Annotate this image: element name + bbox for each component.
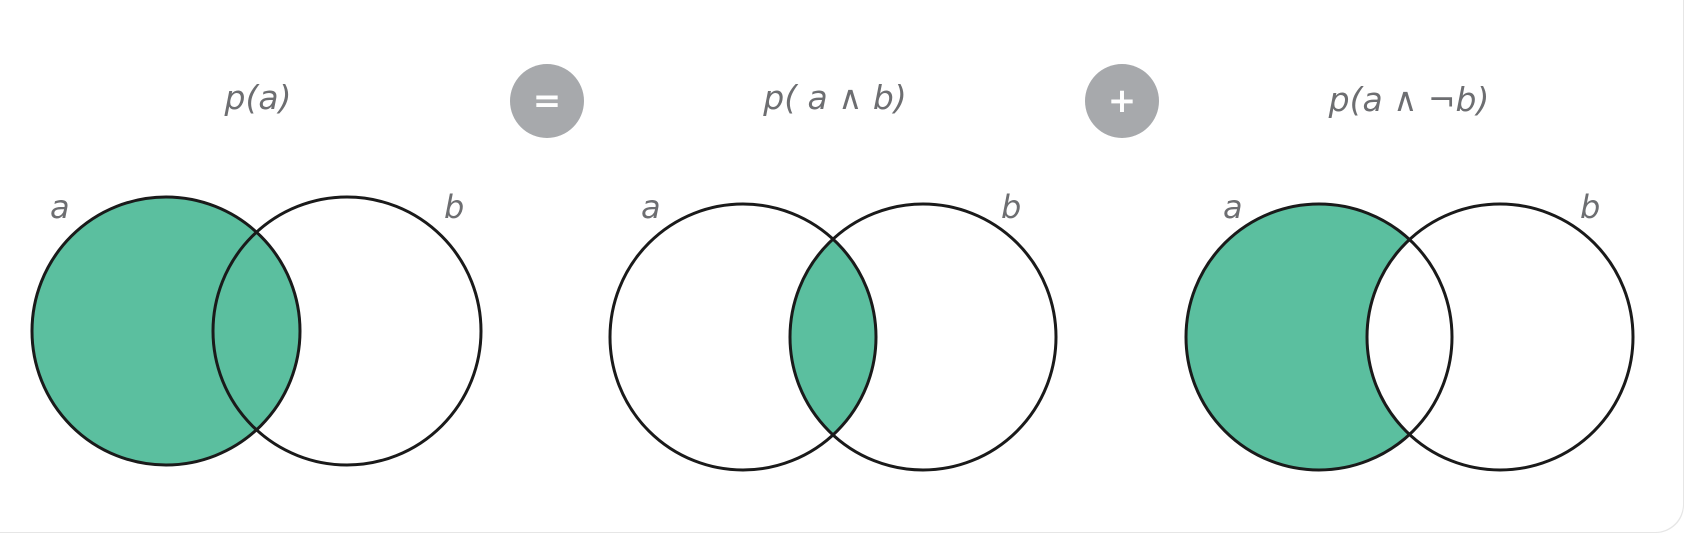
venn-label-a: a: [1223, 188, 1243, 226]
venn-panel-p-a: a b: [30, 188, 483, 467]
venn-region-a: [32, 197, 300, 465]
formula-p-a-and-b: p( a ∧ b): [763, 78, 907, 117]
venn-label-b: b: [1580, 188, 1600, 226]
venn-circle-a: [608, 202, 878, 472]
formula-p-a-and-not-b: p(a ∧ ¬b): [1328, 80, 1490, 119]
venn-circle-b: [211, 195, 483, 467]
venn-circle-a: [1184, 202, 1454, 472]
venn-circle-b: [788, 202, 1058, 472]
venn-label-b: b: [444, 188, 464, 226]
formula-p-a: p(a): [224, 78, 292, 117]
venn-circle-b: [1365, 202, 1635, 472]
plus-operator-icon: +: [1085, 64, 1159, 138]
equals-operator-icon: =: [510, 64, 584, 138]
venn-panel-p-a-and-b: a b: [608, 188, 1058, 472]
venn-label-a: a: [641, 188, 661, 226]
venn-label-a: a: [50, 188, 70, 226]
venn-panel-p-a-and-not-b: a b: [1184, 188, 1635, 472]
venn-circle-a: [30, 195, 302, 467]
venn-label-b: b: [1001, 188, 1021, 226]
